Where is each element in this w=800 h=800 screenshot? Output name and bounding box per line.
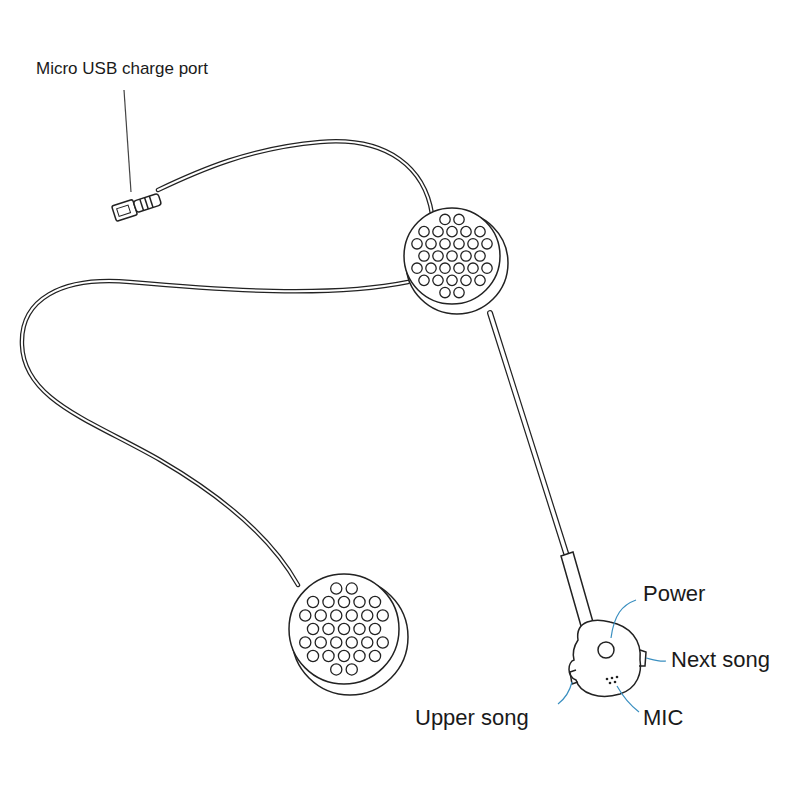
- speaker-hole: [468, 263, 478, 273]
- speaker-hole: [454, 287, 464, 297]
- speaker-hole: [440, 287, 450, 297]
- speaker-hole: [331, 583, 342, 594]
- speaker-hole: [440, 214, 450, 224]
- button-label: Next song: [671, 648, 770, 672]
- leader-line: [124, 90, 666, 712]
- speaker-hole: [346, 583, 357, 594]
- speaker-hole: [482, 263, 492, 273]
- usb-connector: [112, 191, 163, 221]
- speaker-hole: [369, 650, 380, 661]
- speaker-hole: [315, 637, 326, 648]
- speaker-hole: [433, 251, 443, 261]
- speaker-hole: [338, 596, 349, 607]
- speaker-hole: [412, 239, 422, 249]
- speaker-hole: [454, 239, 464, 249]
- speaker-hole: [323, 596, 334, 607]
- speaker-hole: [419, 226, 429, 236]
- speaker-hole: [440, 239, 450, 249]
- speaker-hole: [331, 637, 342, 648]
- speaker-hole: [354, 623, 365, 634]
- speaker-hole: [412, 263, 422, 273]
- cable: [22, 281, 408, 585]
- speaker-hole: [354, 650, 365, 661]
- speaker-hole: [338, 650, 349, 661]
- speaker-hole: [323, 650, 334, 661]
- speaker: [289, 574, 408, 695]
- speaker-hole: [461, 226, 471, 236]
- speaker-hole: [454, 263, 464, 273]
- speaker-hole: [419, 275, 429, 285]
- speaker-hole: [475, 251, 485, 261]
- speaker-hole: [482, 239, 492, 249]
- speaker-hole: [346, 664, 357, 675]
- speaker-hole: [362, 637, 373, 648]
- speaker-hole: [323, 623, 334, 634]
- speaker-hole: [447, 275, 457, 285]
- speaker-hole: [331, 664, 342, 675]
- speaker-hole: [440, 263, 450, 273]
- speaker-hole: [461, 275, 471, 285]
- speaker-hole: [419, 251, 429, 261]
- button-label: Upper song: [415, 706, 529, 730]
- power-button: [598, 642, 614, 658]
- speaker-hole: [433, 226, 443, 236]
- speaker-hole: [433, 275, 443, 285]
- part-label: Micro USB charge port: [36, 60, 208, 79]
- speaker-hole: [307, 596, 318, 607]
- speaker-hole: [315, 610, 326, 621]
- speaker-hole: [346, 610, 357, 621]
- speaker-hole: [426, 263, 436, 273]
- button-label: Power: [643, 582, 705, 606]
- speaker-hole: [354, 596, 365, 607]
- speaker-hole: [331, 610, 342, 621]
- speaker-hole: [300, 637, 311, 648]
- speaker-hole: [307, 650, 318, 661]
- cable: [158, 141, 432, 214]
- speaker-hole: [338, 623, 349, 634]
- speaker-hole: [369, 596, 380, 607]
- speaker-hole: [447, 226, 457, 236]
- speaker-hole: [307, 623, 318, 634]
- speaker-hole: [447, 251, 457, 261]
- speaker-hole: [300, 610, 311, 621]
- speaker-hole: [362, 610, 373, 621]
- speaker: [404, 208, 508, 314]
- speaker-hole: [461, 251, 471, 261]
- speaker-hole: [475, 226, 485, 236]
- speaker-hole: [468, 239, 478, 249]
- speaker-hole: [346, 637, 357, 648]
- part-label: MIC: [643, 706, 683, 730]
- speaker-hole: [369, 623, 380, 634]
- speaker-hole: [426, 239, 436, 249]
- speaker-hole: [377, 610, 388, 621]
- mic-holes: [606, 676, 619, 685]
- speaker-hole: [377, 637, 388, 648]
- speaker-hole: [475, 275, 485, 285]
- mic-boom: [490, 313, 566, 553]
- speaker-hole: [454, 214, 464, 224]
- mic-head: [561, 552, 646, 696]
